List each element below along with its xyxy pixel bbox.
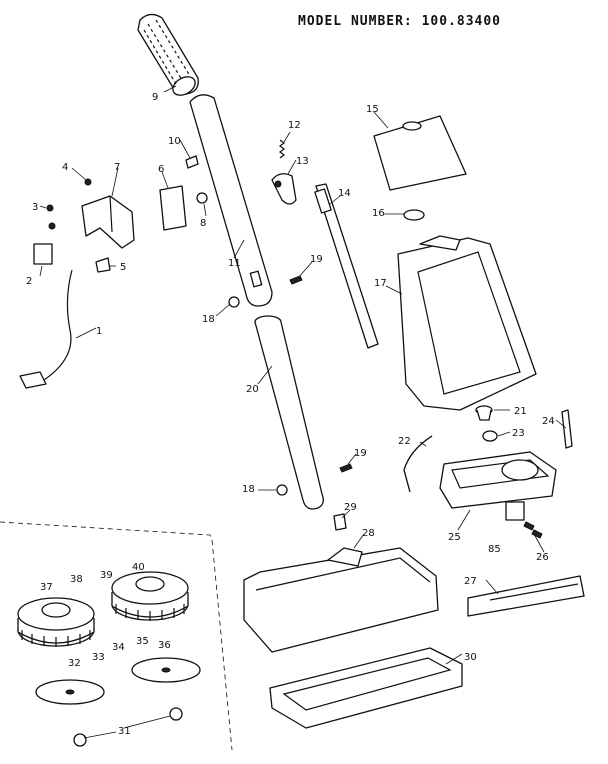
plug bbox=[95, 257, 111, 273]
leader-lines bbox=[39, 85, 567, 739]
callout-20: 20 bbox=[246, 384, 259, 395]
callout-38: 38 bbox=[70, 574, 83, 585]
callout-14: 14 bbox=[338, 188, 351, 199]
screw-small bbox=[84, 178, 92, 186]
callout-19: 19 bbox=[310, 254, 323, 265]
callout-28: 28 bbox=[362, 528, 375, 539]
callout-25: 25 bbox=[448, 532, 461, 543]
switch-bracket bbox=[81, 195, 135, 249]
screw bbox=[289, 275, 303, 285]
brush-right bbox=[111, 571, 189, 621]
base-pan bbox=[269, 647, 463, 729]
upper-handle-tube bbox=[189, 94, 273, 307]
callout-6: 6 bbox=[158, 164, 164, 175]
callout-26: 26 bbox=[536, 552, 549, 563]
screw-small bbox=[46, 204, 54, 212]
callout-15: 15 bbox=[366, 104, 379, 115]
latch-clip bbox=[561, 409, 573, 449]
bag-cover bbox=[373, 115, 467, 191]
callout-32: 32 bbox=[68, 658, 81, 669]
callout-39: 39 bbox=[100, 570, 113, 581]
handle-grip bbox=[137, 13, 199, 96]
callout-18: 18 bbox=[202, 314, 215, 325]
callout-19b: 19 bbox=[354, 448, 367, 459]
callout-33: 33 bbox=[92, 652, 105, 663]
section-divider-vertical bbox=[211, 539, 233, 751]
callout-22: 22 bbox=[398, 436, 411, 447]
screw-small bbox=[48, 222, 56, 230]
power-cord bbox=[19, 269, 73, 389]
callout-12: 12 bbox=[288, 120, 301, 131]
callout-8: 8 bbox=[200, 218, 206, 229]
bolt bbox=[228, 296, 240, 308]
release-rod bbox=[314, 183, 379, 349]
model-number: MODEL NUMBER: 100.83400 bbox=[298, 14, 502, 29]
callout-1: 1 bbox=[96, 326, 102, 337]
callout-13: 13 bbox=[296, 156, 309, 167]
base-cover bbox=[243, 547, 439, 653]
callout-3: 3 bbox=[32, 202, 38, 213]
nut bbox=[196, 192, 208, 204]
callout-30: 30 bbox=[464, 652, 477, 663]
switch bbox=[33, 243, 53, 265]
screw bbox=[339, 463, 353, 473]
callout-85: 85 bbox=[488, 544, 501, 555]
callout-36: 36 bbox=[158, 640, 171, 651]
latch bbox=[271, 173, 297, 205]
clip bbox=[73, 733, 87, 747]
mounting-plate bbox=[159, 185, 187, 231]
callout-2: 2 bbox=[26, 276, 32, 287]
callout-24: 24 bbox=[542, 416, 555, 427]
lower-handle-tube bbox=[254, 315, 324, 510]
callout-34: 34 bbox=[112, 642, 125, 653]
callout-5: 5 bbox=[120, 262, 126, 273]
screw bbox=[531, 529, 543, 539]
callout-29: 29 bbox=[344, 502, 357, 513]
callout-17: 17 bbox=[374, 278, 387, 289]
callout-10: 10 bbox=[168, 136, 181, 147]
bumper-strip bbox=[467, 575, 585, 617]
callout-31: 31 bbox=[118, 726, 131, 737]
callout-27: 27 bbox=[464, 576, 477, 587]
fitting bbox=[482, 430, 498, 442]
callout-11: 11 bbox=[228, 258, 241, 269]
dust-bag-housing bbox=[397, 235, 537, 411]
callout-labels: 1 2 3 4 5 6 7 8 9 10 11 12 13 14 15 16 1… bbox=[26, 92, 555, 737]
screw bbox=[523, 521, 535, 531]
callout-18b: 18 bbox=[242, 484, 255, 495]
spring bbox=[279, 139, 285, 159]
callout-4: 4 bbox=[62, 162, 68, 173]
callout-9: 9 bbox=[152, 92, 158, 103]
grommet bbox=[475, 405, 493, 421]
callout-16: 16 bbox=[372, 208, 385, 219]
brush-left bbox=[17, 597, 95, 647]
callout-37: 37 bbox=[40, 582, 53, 593]
section-divider bbox=[0, 521, 213, 541]
screw bbox=[185, 155, 199, 169]
callout-21: 21 bbox=[514, 406, 527, 417]
callout-23: 23 bbox=[512, 428, 525, 439]
callout-7: 7 bbox=[114, 162, 120, 173]
button bbox=[403, 209, 425, 221]
callout-35: 35 bbox=[136, 636, 149, 647]
fan-housing bbox=[439, 451, 557, 521]
clip bbox=[169, 707, 183, 721]
cap bbox=[333, 513, 347, 531]
bolt bbox=[276, 484, 288, 496]
callout-40: 40 bbox=[132, 562, 145, 573]
